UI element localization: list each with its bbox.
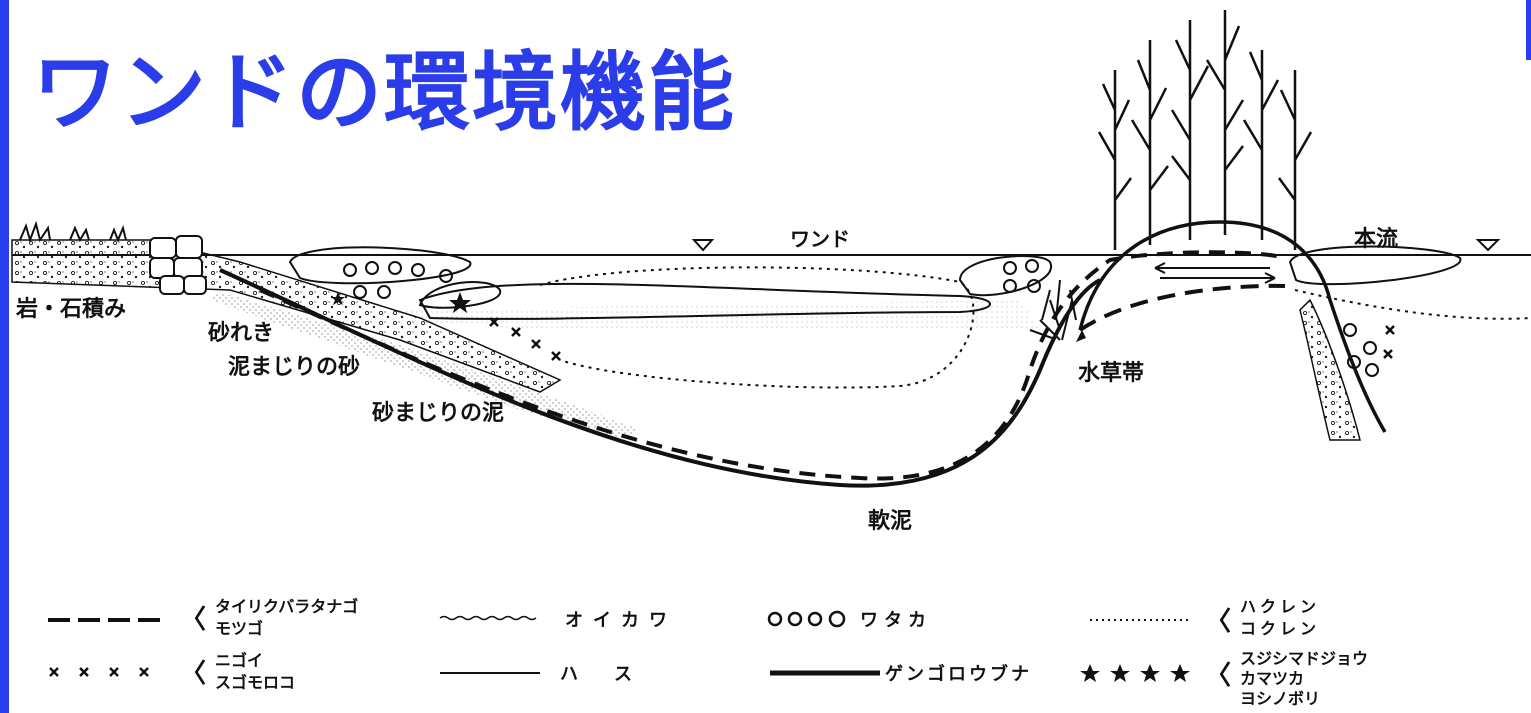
stone-wall: [149, 235, 207, 295]
legend-symbol-wavy: [439, 615, 537, 621]
inner-bank-ellipse: [958, 255, 1053, 297]
thin-habitat-ellipse: [418, 282, 991, 320]
page-title: ワンドの環境機能: [32, 43, 736, 143]
label-honryu: 本流: [1354, 226, 1398, 252]
left-habitat-ellipse: [288, 246, 472, 285]
water-level-marker-honryu: [1475, 239, 1501, 252]
label-nandei: 軟泥: [868, 508, 912, 534]
water-level-marker-wando: [691, 239, 715, 252]
legend-item-8-line-1: スジシマドジョウ: [1240, 649, 1368, 668]
dashed-habitat-line-inner: [1078, 283, 1286, 332]
legend-item-4-line-1: ハクレン: [1240, 597, 1320, 616]
legend-item-1-line-2: モツゴ: [215, 619, 263, 638]
legend-item-5-line-2: スゴモロコ: [215, 673, 295, 692]
legend-item-8-line-3: ヨシノボリ: [1240, 689, 1320, 708]
cross-markers: [489, 317, 1395, 361]
legend-symbol-crosses: [49, 667, 149, 677]
legend-item-5-line-1: ニゴイ: [215, 651, 263, 670]
flow-arrows: [1154, 262, 1276, 284]
legend: 〈 タイリクバラタナゴ モツゴ オイカワ ワタカ 〈 ハクレン コクレン 〈 ニ…: [48, 597, 1368, 708]
legend-symbol-circles: [767, 610, 846, 628]
legend-symbol-stars: [1080, 664, 1190, 682]
legend-bracket: 〈: [1205, 661, 1231, 691]
legend-item-2: オイカワ: [565, 610, 677, 631]
grass-tufts: [19, 220, 127, 244]
label-jari: 砂れき: [208, 320, 274, 346]
mound-arrow: [1076, 330, 1086, 342]
accent-bar: [0, 0, 9, 713]
trees: [1097, 10, 1313, 250]
label-doro-suna: 泥まじりの砂: [228, 354, 360, 380]
legend-bracket: 〈: [180, 659, 206, 689]
river-dotted-line: [1294, 289, 1531, 320]
label-suna-doro: 砂まじりの泥: [372, 400, 504, 426]
legend-bracket: 〈: [1205, 607, 1231, 637]
label-wando: ワンド: [790, 227, 850, 251]
mid-habitat-ellipse: [418, 281, 502, 309]
dashed-habitat-line: [259, 250, 1286, 481]
legend-item-8-line-2: カマツカ: [1240, 669, 1304, 688]
accent-bar-right: [1526, 0, 1531, 60]
legend-item-1-line-1: タイリクバラタナゴ: [215, 597, 358, 616]
river-thin-ellipse: [1288, 245, 1462, 286]
star-markers: [331, 292, 471, 313]
legend-item-7: ゲンゴロウブナ: [885, 663, 1032, 685]
right-bank-gravel: [1299, 298, 1361, 441]
legend-item-6: ハ ス: [560, 664, 632, 685]
legend-bracket: 〈: [180, 605, 206, 635]
label-suisou: 水草帯: [1078, 360, 1144, 386]
mound: [1078, 220, 1387, 433]
aquatic-plants: [1029, 279, 1077, 341]
legend-item-4-line-2: コクレン: [1240, 619, 1320, 638]
dotted-habitat-ellipse: [539, 266, 975, 389]
label-iwa: 岩・石積み: [15, 297, 126, 322]
legend-item-3: ワタカ: [860, 610, 932, 631]
